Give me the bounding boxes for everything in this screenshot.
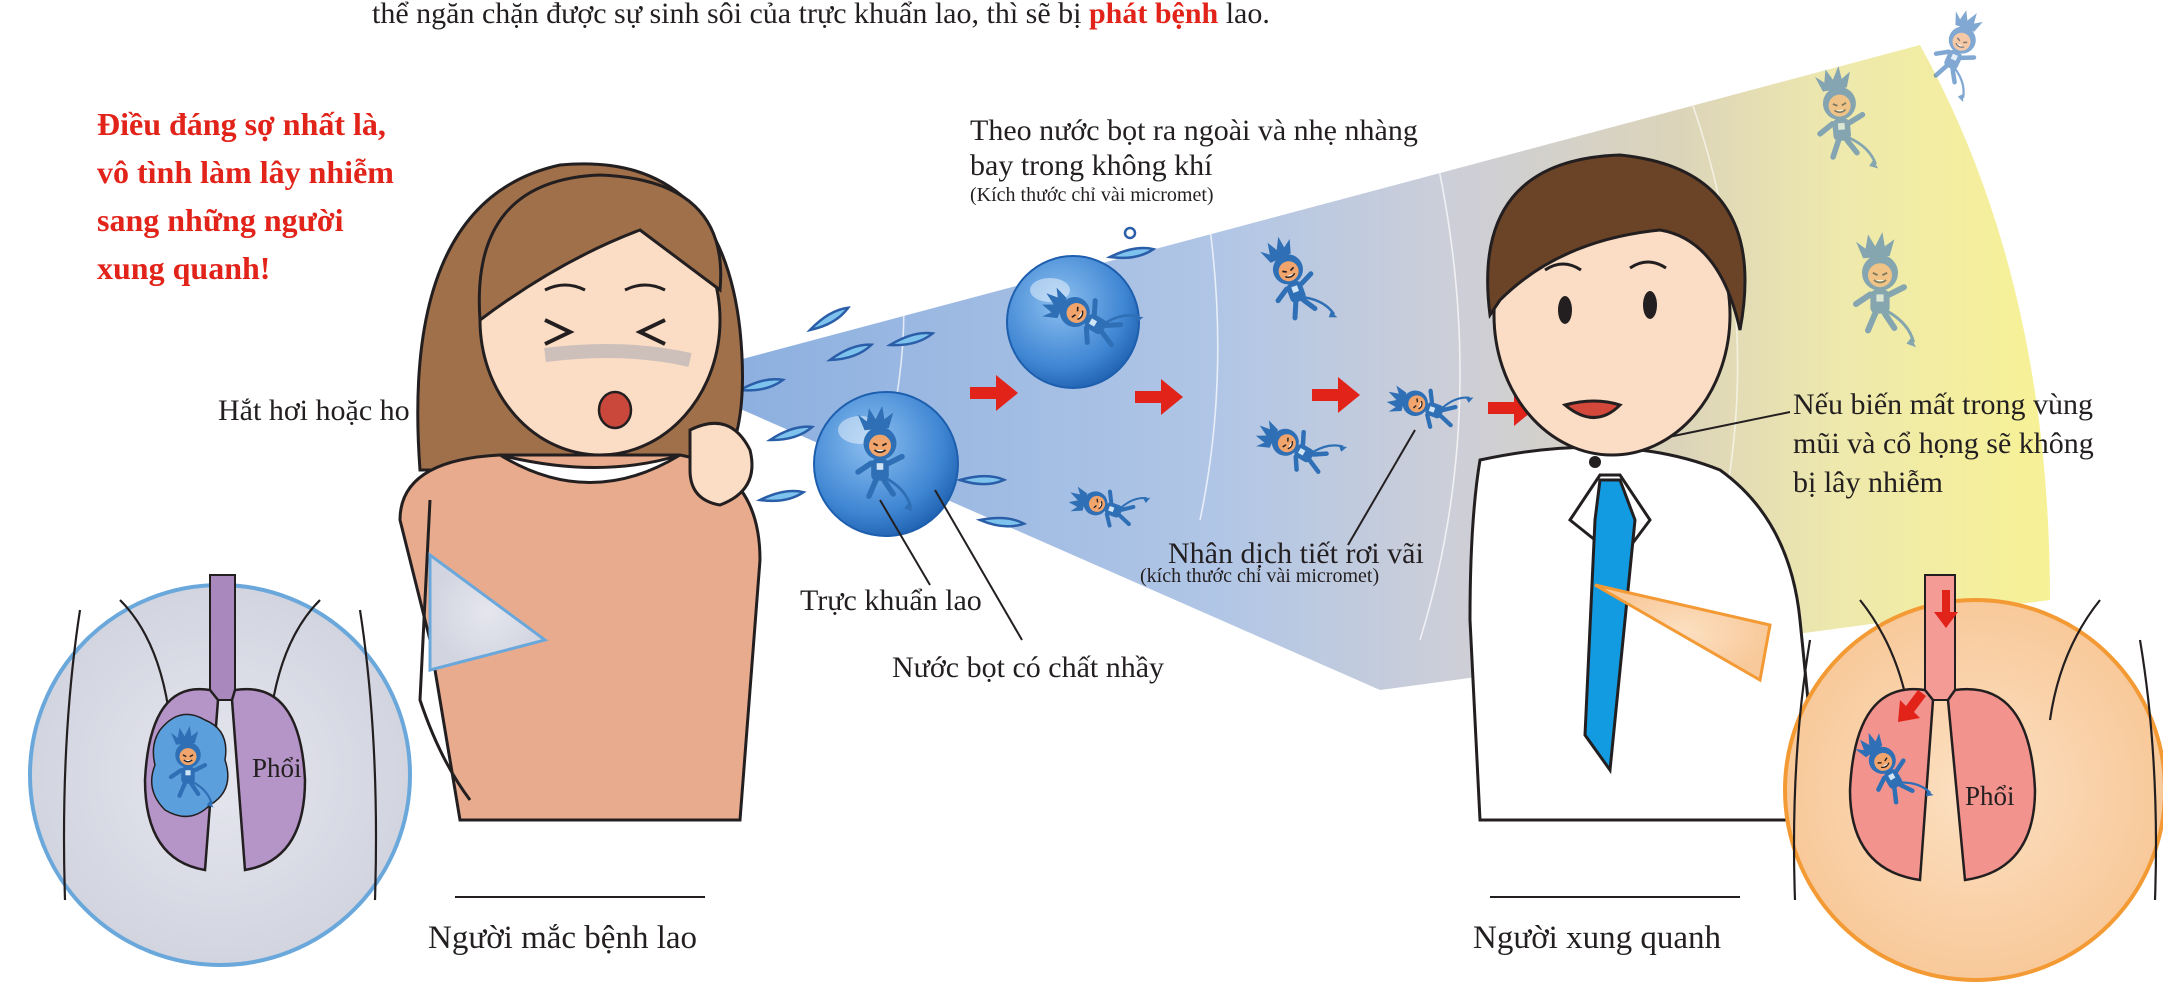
lung-label-right: Phổi — [1965, 781, 2015, 813]
patient-caption: Người mắc bệnh lao — [428, 919, 697, 958]
airborne-label: Theo nước bọt ra ngoài và nhẹ nhàng bay … — [970, 113, 1418, 207]
airborne-line: bay trong không khí — [970, 148, 1418, 183]
header-text: thể ngăn chặn được sự sinh sôi của trực … — [372, 0, 1270, 31]
patient-figure — [400, 164, 760, 820]
no-infection-line: mũi và cổ họng sẽ không — [1793, 424, 2094, 463]
bystander-caption: Người xung quanh — [1473, 919, 1721, 958]
lung-label-left: Phổi — [252, 753, 302, 785]
droplet-size: (kích thước chỉ vài micromet) — [1140, 565, 1379, 589]
saliva-label: Nước bọt có chất nhầy — [892, 650, 1164, 685]
warning-line: vô tình làm lây nhiễm — [97, 148, 394, 196]
airborne-line: Theo nước bọt ra ngoài và nhẹ nhàng — [970, 113, 1418, 148]
bacillus-label: Trực khuẩn lao — [800, 583, 982, 618]
airborne-size: (Kích thước chỉ vài micromet) — [970, 184, 1418, 208]
warning-text: Điều đáng sợ nhất là, vô tình làm lây nh… — [97, 100, 394, 292]
warning-line: xung quanh! — [97, 244, 394, 292]
no-infection-label: Nếu biến mất trong vùng mũi và cổ họng s… — [1793, 385, 2094, 502]
warning-line: sang những người — [97, 196, 394, 244]
no-infection-line: bị lây nhiễm — [1793, 463, 2094, 502]
warning-line: Điều đáng sợ nhất là, — [97, 100, 394, 148]
header-highlight: phát bệnh — [1089, 0, 1218, 30]
sneeze-label: Hắt hơi hoặc ho — [218, 393, 410, 428]
no-infection-line: Nếu biến mất trong vùng — [1793, 385, 2094, 424]
